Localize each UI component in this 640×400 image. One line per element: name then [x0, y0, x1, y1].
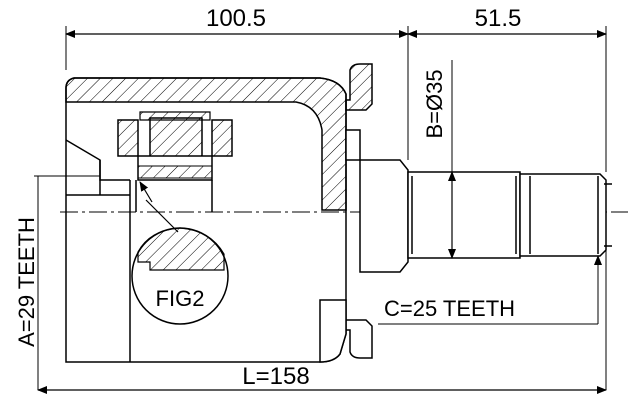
housing-top-wall: [65, 77, 347, 211]
housing-neck: [345, 129, 361, 161]
flange-plate: [345, 63, 373, 111]
dim-outer-teeth: C=25 TEETH: [384, 296, 515, 321]
dim-inner-teeth: A=29 TEETH: [14, 217, 39, 347]
dim-diameter: B=Ø35: [422, 69, 447, 138]
figure-label: FIG2: [156, 286, 205, 311]
inner-spline-hatch: [137, 165, 213, 179]
flange-lower: [345, 319, 373, 359]
extension-lines: [34, 26, 607, 390]
housing-right-wall: [319, 299, 347, 363]
dim-total-length: L=158: [242, 363, 309, 390]
output-shaft: [359, 159, 612, 273]
dim-inner-length: 100.5: [206, 5, 266, 32]
dim-outer-length: 51.5: [475, 5, 522, 32]
inner-race: [65, 139, 213, 362]
fig2-callout: FIG2: [131, 181, 229, 325]
